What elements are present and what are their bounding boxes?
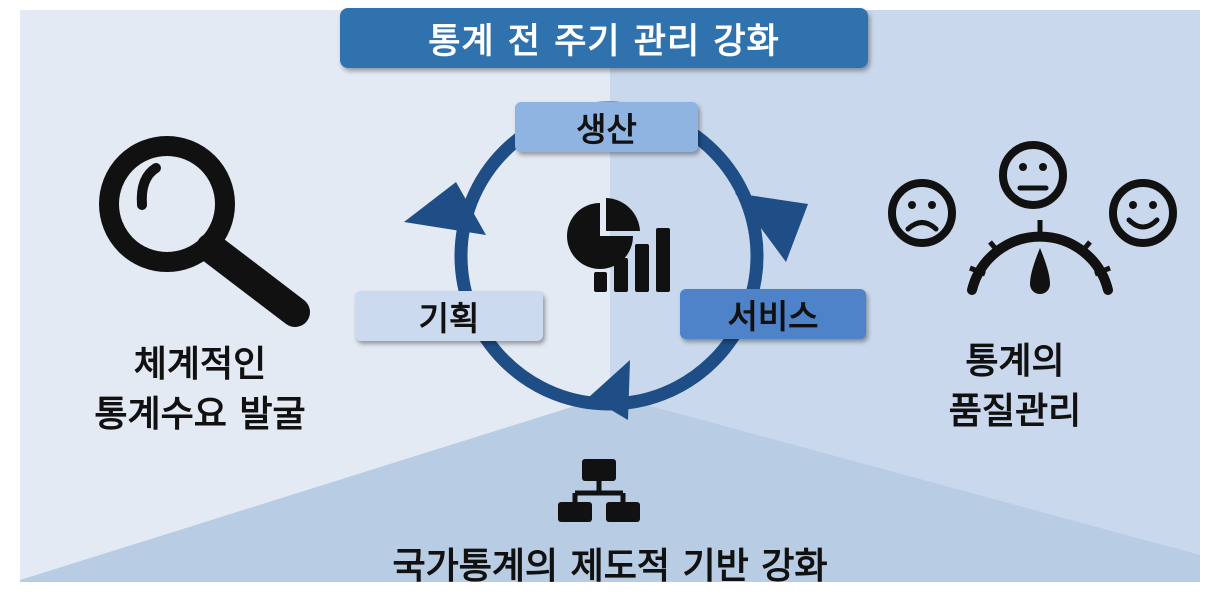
- diagram-title: 통계 전 주기 관리 강화: [340, 8, 868, 68]
- satisfaction-gauge-icon: [888, 141, 1177, 295]
- right-label-line1: 통계의: [965, 341, 1065, 382]
- neutral-face-icon: [999, 141, 1067, 209]
- bottom-panel: [20, 395, 1200, 582]
- left-label: 체계적인 통계수요 발굴: [40, 340, 360, 440]
- left-label-line1: 체계적인: [133, 344, 267, 385]
- magnifying-glass-icon: [99, 136, 310, 327]
- bottom-label: 국가통계의 제도적 기반 강화: [392, 546, 828, 587]
- pie-bar-chart-icon: [567, 198, 670, 292]
- org-chart-icon: [558, 459, 640, 522]
- arrow-left-icon: [404, 182, 486, 235]
- happy-face-icon: [1109, 179, 1177, 247]
- right-label-line2: 품질관리: [948, 391, 1082, 432]
- sad-face-icon: [888, 179, 956, 247]
- cycle-stage-service: 서비스: [680, 289, 866, 339]
- arrow-bottom-icon: [589, 360, 630, 420]
- arrow-right-icon: [735, 193, 808, 262]
- cycle-stage-planning: 기획: [355, 291, 543, 341]
- left-label-line2: 통계수요 발굴: [94, 394, 306, 435]
- right-label: 통계의 품질관리: [880, 337, 1150, 437]
- cycle-stage-production: 생산: [515, 102, 698, 152]
